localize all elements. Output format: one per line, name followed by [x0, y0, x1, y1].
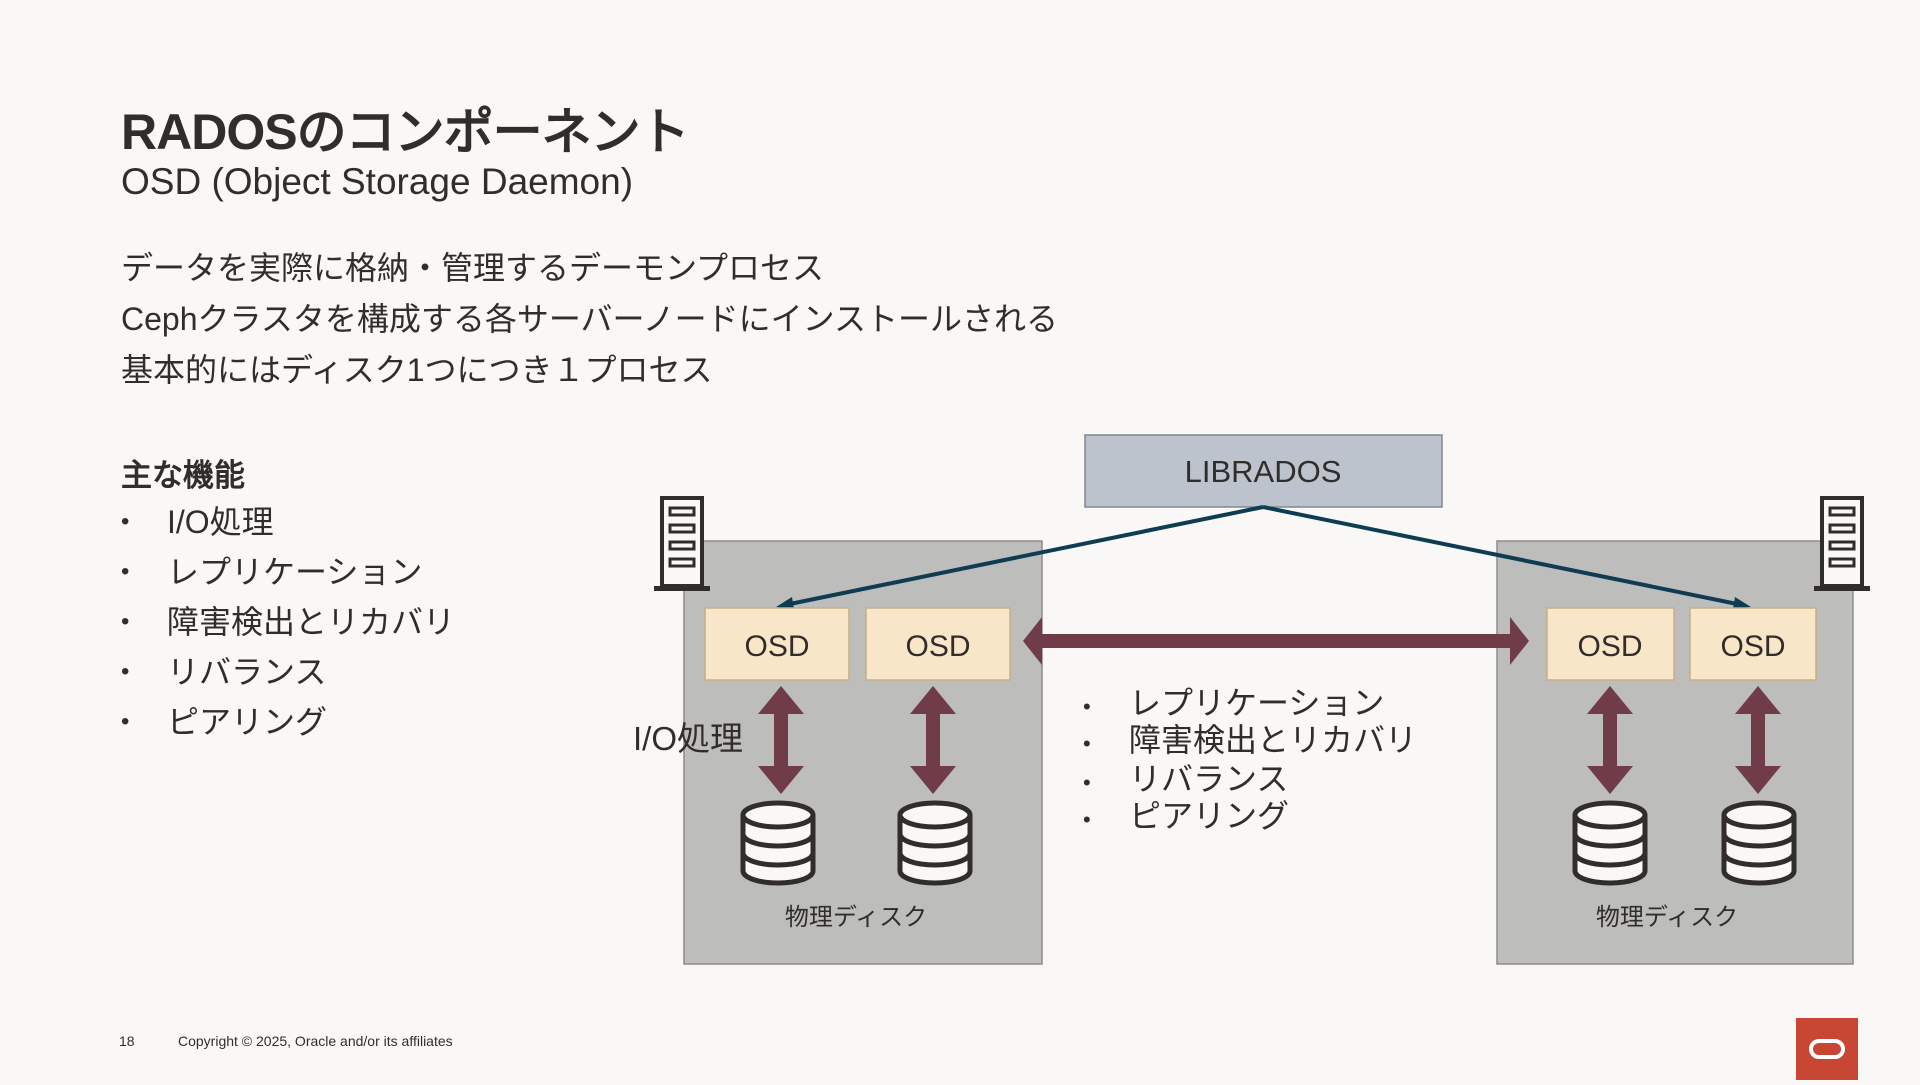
- server-icon: [652, 496, 712, 593]
- intro-line: データを実際に格納・管理するデーモンプロセス: [121, 250, 825, 286]
- oracle-logo-icon: [1809, 1039, 1845, 1059]
- list-item: • I/O処理: [121, 497, 455, 547]
- peer-function-list: • レプリケーション • 障害検出とリカバリ • リバランス • ピアリング: [1083, 685, 1417, 834]
- osd-label: OSD: [905, 630, 970, 663]
- disk-label: 物理ディスク: [785, 904, 927, 931]
- feature-text: I/O処理: [167, 504, 274, 540]
- intro-list: データを実際に格納・管理するデーモンプロセス Cephクラスタを構成する各サーバ…: [121, 243, 1058, 396]
- connector-arrowhead: [1733, 597, 1751, 609]
- librados-connector: [784, 505, 1264, 607]
- database-icon: [743, 803, 813, 883]
- peer-function-text: レプリケーション: [1129, 685, 1384, 721]
- io-arrow: [758, 686, 804, 794]
- osd-box: [1546, 607, 1675, 681]
- oracle-logo: [1796, 1018, 1858, 1080]
- feature-text: 障害検出とリカバリ: [167, 604, 456, 640]
- bullet: •: [121, 558, 130, 585]
- bullet: •: [1083, 770, 1091, 795]
- server-icon: [1812, 496, 1872, 593]
- intro-line: 基本的にはディスク1つにつき１プロセス: [121, 352, 713, 388]
- connector-arrowhead: [776, 597, 794, 609]
- features-list: • I/O処理 • レプリケーション • 障害検出とリカバリ • リバランス • ピアリン…: [121, 497, 455, 747]
- osd-box: [865, 607, 1011, 681]
- io-arrow: [1587, 686, 1633, 794]
- features-heading: 主な機能: [121, 458, 245, 493]
- peer-function-text: リバランス: [1129, 761, 1288, 797]
- feature-text: レプリケーション: [167, 554, 423, 590]
- bullet: •: [1083, 694, 1091, 719]
- osd-label: OSD: [1577, 630, 1642, 663]
- page-subtitle: OSD (Object Storage Daemon): [121, 161, 634, 202]
- database-icon: [1724, 803, 1794, 883]
- feature-text: ピアリング: [167, 704, 328, 740]
- page-number: 18: [119, 1033, 135, 1049]
- bullet: •: [121, 708, 130, 735]
- bullet: •: [1083, 807, 1091, 832]
- page-title: RADOSのコンポーネント: [121, 104, 690, 160]
- librados-connector: [1262, 505, 1743, 607]
- osd-box: [1689, 607, 1817, 681]
- database-icon: [900, 803, 970, 883]
- bullet: •: [121, 508, 130, 535]
- io-arrow: [1735, 686, 1781, 794]
- io-arrow: [910, 686, 956, 794]
- bullet: •: [121, 608, 130, 635]
- list-item: • ピアリング: [121, 697, 455, 747]
- librados-label: LIBRADOS: [1185, 454, 1342, 489]
- osd-box: [704, 607, 850, 681]
- peer-communication-arrow: [1023, 617, 1529, 665]
- osd-label: OSD: [744, 630, 809, 663]
- peer-function-text: 障害検出とリカバリ: [1129, 722, 1417, 758]
- bullet: •: [1083, 731, 1091, 756]
- peer-function-text: ピアリング: [1129, 798, 1289, 834]
- osd-label: OSD: [1720, 630, 1785, 663]
- list-item: • レプリケーション: [121, 547, 455, 597]
- copyright: Copyright © 2025, Oracle and/or its affi…: [178, 1033, 453, 1049]
- feature-text: リバランス: [167, 654, 327, 690]
- database-icon: [1575, 803, 1645, 883]
- bullet: •: [121, 658, 130, 685]
- disk-label: 物理ディスク: [1596, 904, 1738, 931]
- io-label: I/O処理: [633, 720, 743, 757]
- storage-node-right: [1496, 540, 1854, 965]
- list-item: • リバランス: [121, 647, 455, 697]
- librados-box: [1084, 434, 1443, 508]
- intro-line: Cephクラスタを構成する各サーバーノードにインストールされる: [121, 301, 1058, 337]
- list-item: • 障害検出とリカバリ: [121, 597, 455, 647]
